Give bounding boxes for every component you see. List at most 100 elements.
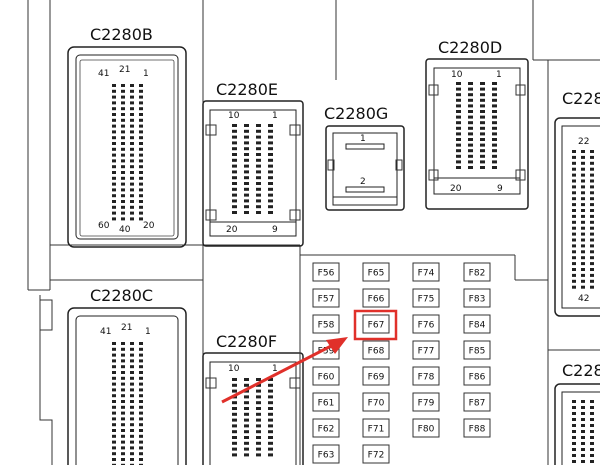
connector-pin (121, 347, 125, 351)
connector-pin (121, 463, 125, 465)
connector-pin (256, 418, 261, 422)
connector-pin (456, 121, 461, 125)
connector-pin (121, 458, 125, 461)
connector-pin (468, 82, 473, 85)
connector-pin (139, 165, 143, 169)
connector-pin (492, 110, 497, 113)
connector-pin (112, 194, 116, 198)
connector-pin (268, 211, 273, 214)
connector-pin (139, 405, 143, 409)
connector-pin (256, 176, 261, 180)
connector-pin (244, 164, 249, 168)
fuse-slot (362, 392, 390, 412)
connector-pin (121, 394, 125, 398)
connector-pin (480, 166, 485, 169)
connector-pin (581, 400, 585, 403)
right-bottom-pin-grid (572, 400, 594, 463)
connector-pin (244, 401, 249, 405)
fuse-slot (463, 340, 491, 360)
connector-pin (130, 136, 134, 140)
connector-pin (456, 154, 461, 158)
fuse-slot (312, 366, 340, 386)
connector-pin (590, 150, 594, 153)
connector-pin (244, 430, 249, 434)
connector-pin (130, 458, 134, 461)
c2280e-pin-10: 10 (228, 111, 240, 121)
connector-pin (232, 158, 237, 162)
connector-pin (581, 244, 585, 248)
connector-pin (139, 458, 143, 461)
c2280e-pin-1: 1 (272, 111, 278, 121)
connector-pin (121, 130, 125, 134)
connector-pin (268, 395, 273, 399)
connector-pin (256, 187, 261, 191)
connector-pin (112, 440, 116, 444)
connector-pin (244, 129, 249, 133)
connector-pin (468, 154, 473, 158)
connector-pin (121, 101, 125, 105)
connector-pin (590, 167, 594, 171)
connector-pin (139, 388, 143, 392)
connector-pin (244, 187, 249, 191)
connector-pin (139, 463, 143, 465)
connector-pin (139, 182, 143, 186)
connector-pin (244, 147, 249, 151)
connector-pin (581, 412, 585, 415)
connector-pin (112, 217, 116, 221)
connector-pin (244, 158, 249, 162)
connector-pin (112, 165, 116, 169)
connector-c2280d: C2280D 10 1 20 9 (425, 38, 529, 210)
fuse-label-f61: F61 (318, 399, 335, 409)
connector-pin (112, 147, 116, 151)
connector-pin (268, 193, 273, 197)
c2280b-pin-41: 41 (98, 69, 109, 79)
fuse-slot (362, 366, 390, 386)
connector-pin (480, 98, 485, 102)
connector-pin (590, 173, 594, 177)
connector-pin (130, 365, 134, 369)
connector-pin (581, 220, 585, 224)
connector-pin (139, 371, 143, 374)
connector-pin (581, 436, 585, 439)
connector-pin (480, 110, 485, 113)
fuse-label-f60: F60 (318, 373, 335, 383)
connector-pin (456, 110, 461, 113)
fuse-label-f67: F67 (368, 321, 385, 331)
connector-pin (590, 442, 594, 445)
connector-pin (590, 460, 594, 463)
connector-pin (232, 199, 237, 203)
fuse-label-f80: F80 (418, 425, 435, 435)
connector-pin (139, 118, 143, 122)
connector-pin (468, 160, 473, 164)
connector-pin (268, 124, 273, 127)
connector-pin (121, 136, 125, 140)
connector-pin (572, 268, 576, 271)
fuse-label-f58: F58 (318, 321, 335, 331)
connector-pin (581, 424, 585, 427)
connector-pin (112, 136, 116, 140)
connector-pin (572, 262, 576, 266)
connector-pin (480, 104, 485, 108)
fuse-label-f76: F76 (418, 321, 435, 331)
fuse-slot (362, 418, 390, 438)
connector-pin (232, 412, 237, 416)
connector-pin (121, 388, 125, 392)
connector-pin (139, 347, 143, 351)
connector-pin (121, 417, 125, 421)
connector-pin (130, 388, 134, 392)
connector-pin (232, 135, 237, 139)
connector-pin (492, 149, 497, 153)
connector-pin (256, 129, 261, 133)
connector-pin (139, 417, 143, 421)
connector-pin (244, 412, 249, 416)
connector-pin (581, 191, 585, 195)
connector-pin (121, 205, 125, 209)
connector-pin (244, 193, 249, 197)
connector-pin (232, 401, 237, 405)
connector-pin (468, 98, 473, 102)
right-top-pin-22: 22 (578, 137, 589, 147)
connector-pin (139, 136, 143, 140)
connector-pin (590, 406, 594, 409)
connector-pin (112, 394, 116, 398)
connector-pin (112, 113, 116, 116)
